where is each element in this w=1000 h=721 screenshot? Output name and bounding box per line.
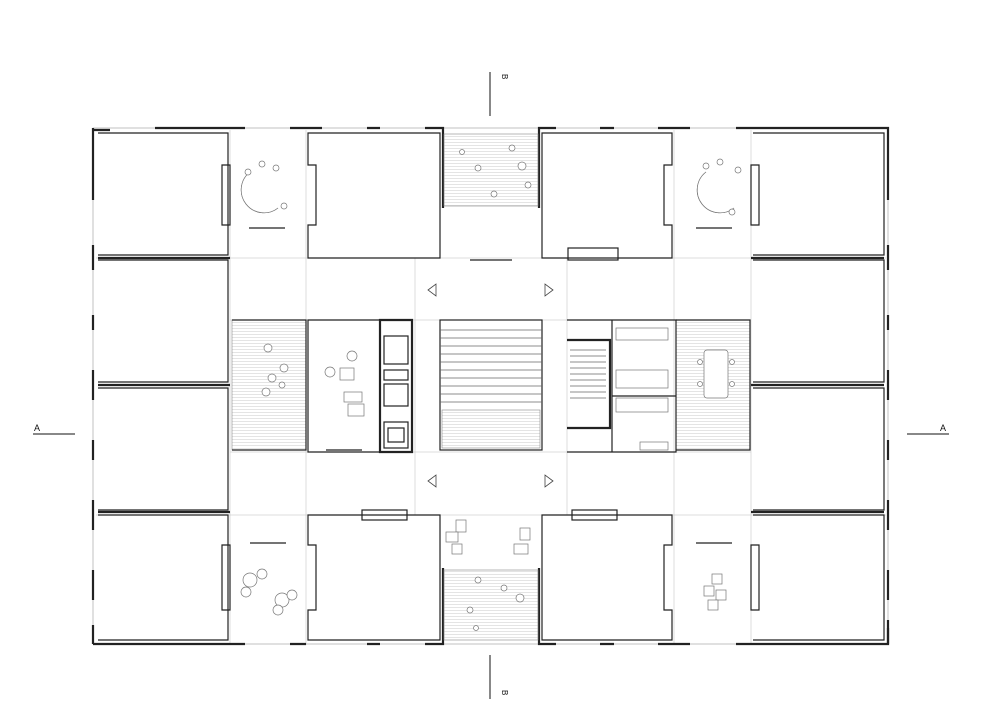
furniture [240,144,742,631]
arrow-right-top-icon [544,283,554,297]
section-markers: A A B B [33,72,949,699]
section-b-bottom-label: B [500,690,509,695]
section-b-top-label: B [500,74,509,79]
circulation-arrows [427,283,554,488]
section-a-right-label: A [940,423,946,433]
main-stair [440,329,542,449]
hatched-terraces [231,133,751,641]
arrow-left-bottom-icon [427,474,437,488]
secondary-stair [570,349,606,399]
central-core [307,318,677,454]
right-wing-rooms [361,132,885,641]
left-wing-rooms [98,132,441,641]
arrow-left-top-icon [427,283,437,297]
section-a-left-label: A [34,423,40,433]
outer-envelope [91,126,890,646]
arrow-right-bottom-icon [544,474,554,488]
